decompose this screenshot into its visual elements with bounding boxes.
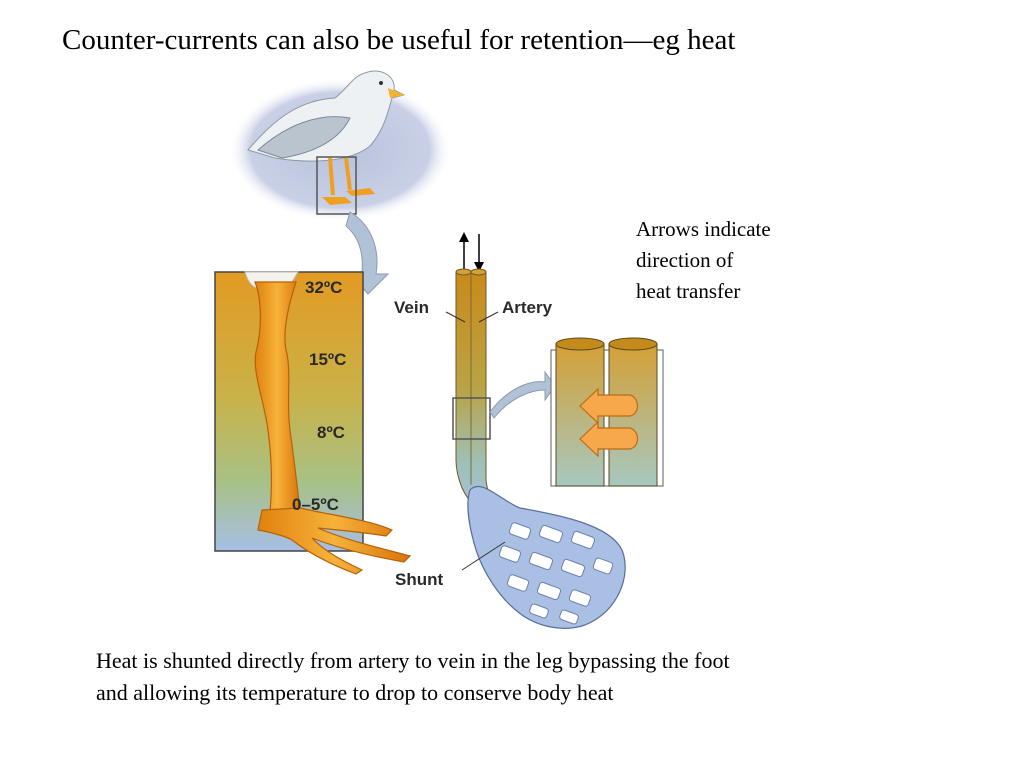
leg-temperature-panel: 32ºC 15ºC 8ºC 0–5ºC [214, 271, 412, 575]
caption-line: Heat is shunted directly from artery to … [96, 648, 730, 673]
detail-inset-box [452, 397, 491, 440]
heat-transfer-note: Arrows indicate direction of heat transf… [636, 214, 836, 307]
heat-transfer-arrow-bottom [579, 420, 639, 458]
vessel-diagram: Vein Artery Shunt [394, 232, 626, 629]
caption-line: and allowing its temperature to drop to … [96, 680, 614, 705]
shunt-label: Shunt [395, 570, 443, 589]
artery-label: Artery [502, 298, 553, 317]
detail-zoom-arrow [489, 370, 556, 419]
zoom-arrow [345, 211, 390, 295]
slide-caption: Heat is shunted directly from artery to … [96, 645, 956, 709]
vein-label: Vein [394, 298, 429, 317]
slide-title: Counter-currents can also be useful for … [62, 24, 736, 56]
note-line: direction of [636, 248, 734, 272]
heat-transfer-arrow-top [579, 387, 639, 425]
temperature-label-32: 32ºC [305, 278, 342, 297]
gull-foot [257, 507, 412, 575]
temperature-label-15: 15ºC [309, 350, 346, 369]
gull-illustration [228, 70, 452, 222]
temperature-label-8: 8ºC [317, 423, 345, 442]
note-line: heat transfer [636, 279, 741, 303]
note-line: Arrows indicate [636, 217, 771, 241]
temperature-label-0-5: 0–5ºC [292, 495, 339, 514]
heat-exchange-detail [550, 337, 664, 487]
